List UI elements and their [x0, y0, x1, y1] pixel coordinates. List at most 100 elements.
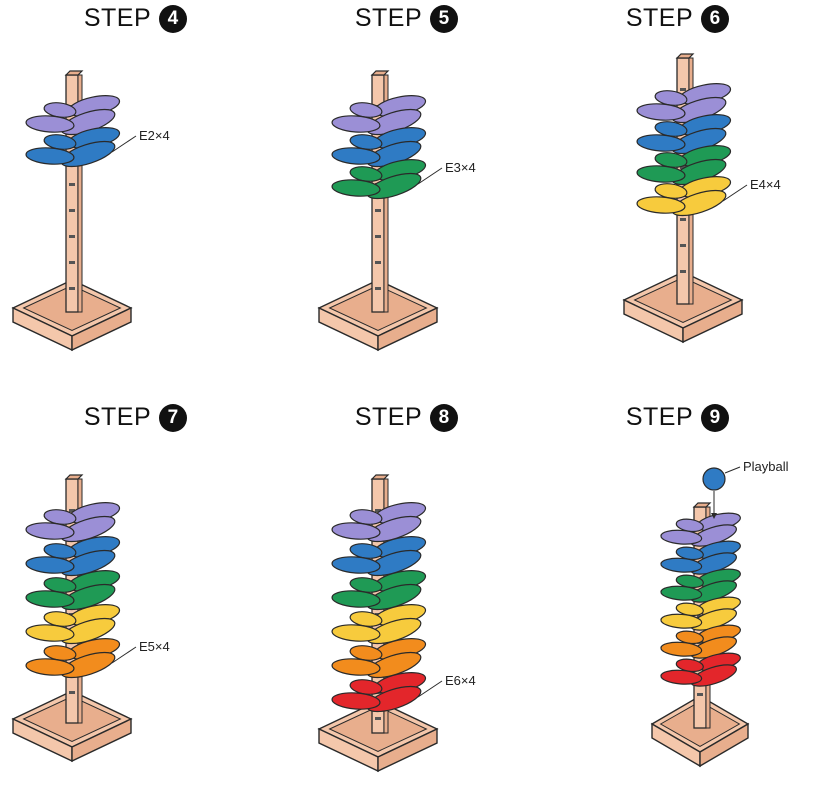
step-word: STEP [625, 403, 694, 431]
pole-top [370, 70, 390, 76]
pole-slot [680, 270, 686, 273]
part-callout-label: E6×4 [445, 673, 476, 688]
pole-slot [375, 235, 381, 238]
pole-slot [375, 509, 381, 512]
leaf-front-left [331, 522, 381, 540]
leaf-front-left [636, 196, 686, 214]
leaf-front-left [331, 692, 381, 710]
leaf-tier-1 [636, 114, 732, 155]
step-word: STEP [625, 4, 694, 32]
leaf-tier-2 [331, 570, 427, 611]
leaf-front-left [25, 147, 75, 165]
tree-assembly-illustration: E2×4 [11, 70, 170, 352]
leaf-front-left [660, 557, 703, 573]
pole-top [64, 70, 84, 76]
callout-leader-line [724, 466, 741, 474]
step-title: STEP 6 [542, 4, 813, 33]
step-9-panel: STEP 9 Playball [542, 399, 813, 798]
leaf-front-left [331, 179, 381, 197]
step-number-badge: 7 [159, 403, 188, 432]
pole-slot [680, 166, 686, 169]
leaf-front-left [331, 147, 381, 165]
leaf-tier-2 [636, 145, 732, 186]
leaf-tier-4 [660, 624, 741, 659]
pole-slot [69, 235, 75, 238]
leaf-front-left [25, 556, 75, 574]
leaf-tier-3 [331, 604, 427, 645]
step-word: STEP [354, 4, 423, 32]
step-title: STEP 9 [542, 403, 813, 432]
step-number-badge: 6 [701, 4, 730, 33]
pole-slot [375, 261, 381, 264]
leaf-front-left [25, 590, 75, 608]
leaf-tier-1 [331, 536, 427, 577]
callout-leader-line [111, 135, 137, 153]
pole-slot [69, 183, 75, 186]
step-number-badge: 9 [701, 403, 730, 432]
step-number-badge: 5 [430, 4, 459, 33]
leaf-front-left [636, 165, 686, 183]
pole-slot [375, 287, 381, 290]
leaf-tier-0 [25, 502, 121, 543]
step-number-badge: 8 [430, 403, 459, 432]
callout-leader-line [417, 680, 443, 698]
pole-side [77, 74, 83, 313]
leaf-front-left [331, 115, 381, 133]
step-title: STEP 4 [0, 4, 271, 33]
leaf-front-left [331, 556, 381, 574]
pole-slot [375, 209, 381, 212]
pole-slot [69, 209, 75, 212]
leaf-front-left [331, 624, 381, 642]
leaf-tier-5 [660, 652, 741, 687]
leaf-tier-3 [660, 596, 741, 631]
step-number-badge: 4 [159, 4, 188, 33]
pole-slot [69, 261, 75, 264]
base-right-side [71, 306, 132, 352]
leaf-tier-4 [331, 638, 427, 679]
callout-leader-line [722, 184, 748, 202]
tree-assembly-illustration: Playball [650, 459, 789, 768]
base-right-side [71, 717, 132, 763]
step-title: STEP 5 [271, 4, 542, 33]
pole-slot [69, 287, 75, 290]
leaf-front-left [636, 134, 686, 152]
leaf-front-left [660, 613, 703, 629]
base-right-side [699, 722, 749, 768]
leaf-tier-1 [25, 127, 121, 168]
step-word: STEP [83, 4, 152, 32]
step-word: STEP [83, 403, 152, 431]
playball [702, 467, 726, 491]
step-5-panel: STEP 5 E3×4 [271, 0, 542, 399]
step-title: STEP 8 [271, 403, 542, 432]
callout-leader-line [111, 646, 137, 664]
pole-top [692, 502, 712, 508]
leaf-tier-0 [331, 502, 427, 543]
tree-assembly-illustration: E6×4 [317, 474, 476, 773]
leaf-front-left [25, 658, 75, 676]
leaf-front-left [25, 115, 75, 133]
step-8-panel: STEP 8 E6×4 [271, 399, 542, 798]
base-right-side [377, 306, 438, 352]
pole-slot [69, 509, 75, 512]
pole-slot [680, 244, 686, 247]
leaf-front-left [25, 522, 75, 540]
callout-leader-line [417, 167, 443, 185]
step-4-panel: STEP 4 E2×4 [0, 0, 271, 399]
leaf-tier-0 [331, 95, 427, 136]
leaf-tier-2 [660, 568, 741, 603]
pole-slot [69, 691, 75, 694]
pole-slot [697, 693, 703, 696]
leaf-tier-1 [331, 127, 427, 168]
leaf-tier-3 [25, 604, 121, 645]
step-7-panel: STEP 7 E5×4 [0, 399, 271, 798]
part-callout-label: E3×4 [445, 160, 476, 175]
step-title: STEP 7 [0, 403, 271, 432]
leaf-front-left [660, 529, 703, 545]
tree-assembly-illustration: E4×4 [622, 53, 781, 344]
leaf-front-left [636, 103, 686, 121]
step-6-panel: STEP 6 E4×4 [542, 0, 813, 399]
drop-arrow-head [711, 513, 717, 519]
leaf-tier-2 [331, 159, 427, 200]
part-callout-label: Playball [743, 459, 789, 474]
leaf-tier-1 [25, 536, 121, 577]
